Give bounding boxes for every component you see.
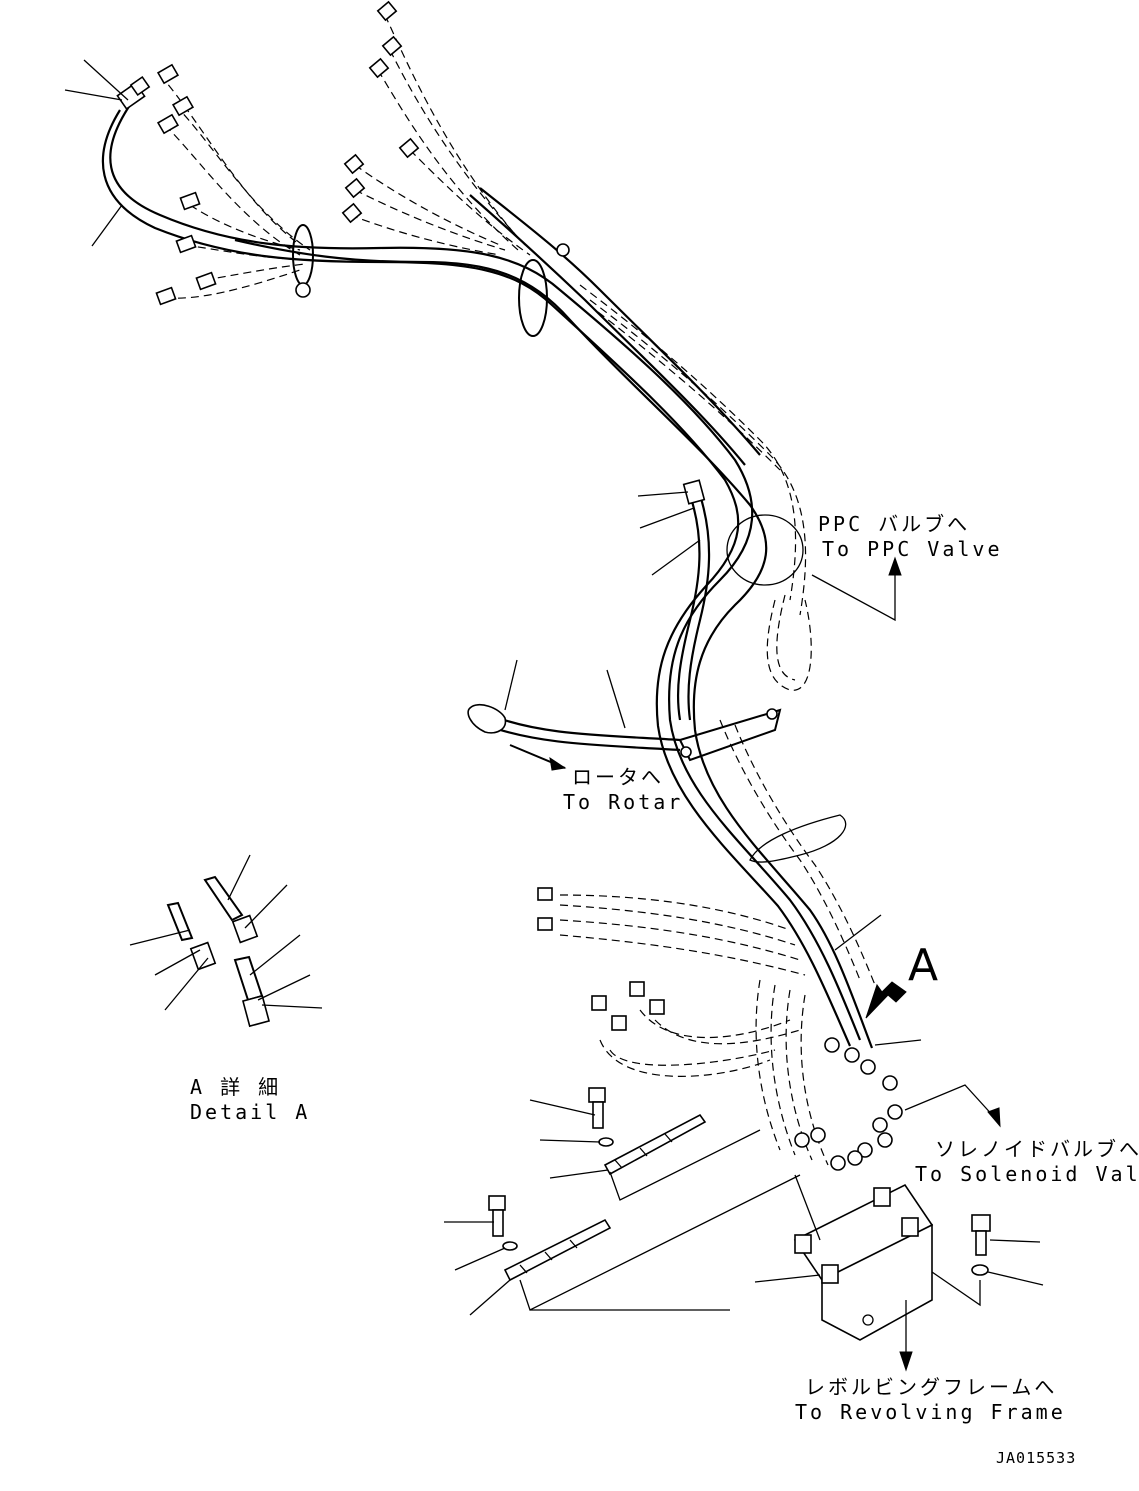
detail-a-label-en: Detail A bbox=[190, 1100, 311, 1124]
phantom-hoses bbox=[159, 14, 876, 1166]
frame-label-jp: レボルビングフレームへ bbox=[805, 1375, 1058, 1399]
frame-label-en: To Revolving Frame bbox=[795, 1400, 1066, 1424]
detail-a-label-jp: A 詳 細 bbox=[190, 1075, 282, 1099]
arrow-icon bbox=[811, 556, 1001, 1372]
solenoid-fittings bbox=[537, 887, 903, 1171]
bolt-icon bbox=[488, 1087, 991, 1256]
solenoid-label-en: To Solenoid Valve bbox=[915, 1162, 1139, 1186]
clamp-icon bbox=[292, 224, 847, 863]
plate-icon bbox=[503, 1113, 707, 1282]
rotor-hose bbox=[467, 703, 681, 771]
hose-fitting-icon bbox=[116, 0, 420, 306]
leader-lines bbox=[64, 59, 1044, 1316]
solenoid-label-jp: ソレノイドバルブへ bbox=[935, 1137, 1139, 1161]
bracket-icon bbox=[793, 1183, 934, 1341]
branch-hose bbox=[676, 479, 711, 721]
rotor-label-en: To Rotar bbox=[563, 790, 684, 814]
washer-icon bbox=[502, 1137, 989, 1276]
ppc-label-jp: PPC バルブへ bbox=[818, 512, 971, 536]
rotor-label-jp: ロータへ bbox=[572, 765, 664, 789]
drawing-number: JA015533 bbox=[996, 1449, 1077, 1467]
main-hose-bundle bbox=[101, 104, 874, 1049]
ppc-label-en: To PPC Valve bbox=[822, 537, 1003, 561]
detail-a-marker: A bbox=[908, 940, 939, 991]
detail-a-sketch bbox=[129, 854, 323, 1028]
